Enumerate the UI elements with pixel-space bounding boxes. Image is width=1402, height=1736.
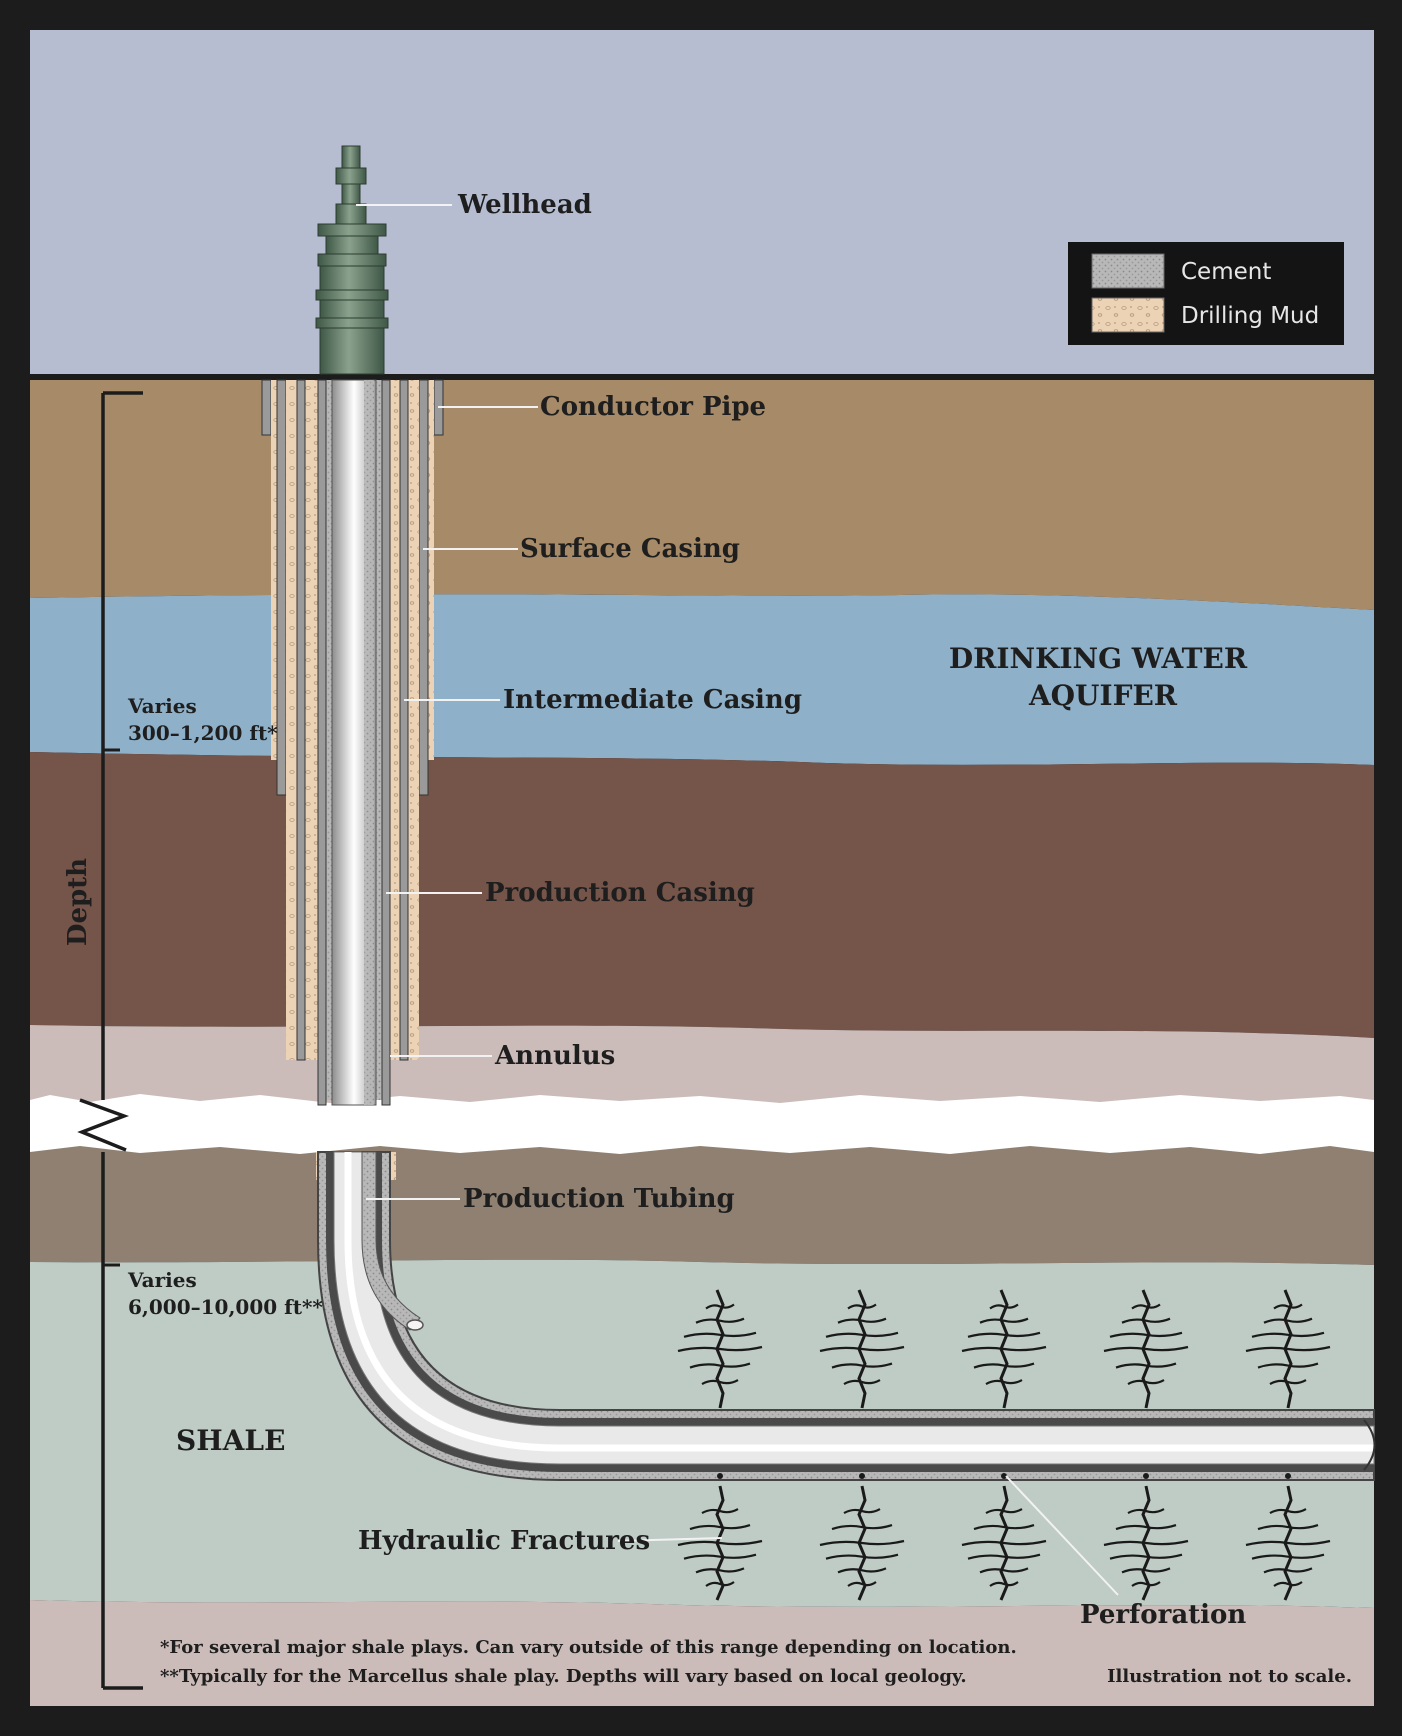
leader-perforation [1005, 1475, 1119, 1596]
perforation-point-3 [1001, 1473, 1007, 1479]
depth-range2-line2: 6,000–10,000 ft** [128, 1295, 323, 1319]
fracture-lower-2 [819, 1485, 905, 1601]
tube-highlight [344, 1152, 1374, 1452]
callout-intermediate-casing: Intermediate Casing [503, 685, 802, 715]
fracture-lower-3 [961, 1485, 1047, 1601]
scale-note: Illustration not to scale. [1107, 1666, 1352, 1687]
callout-annulus: Annulus [494, 1041, 615, 1071]
legend-mud-swatch [1091, 297, 1165, 333]
legend: Cement Drilling Mud [1068, 242, 1344, 345]
perforation-point-5 [1285, 1473, 1291, 1479]
callout-hydraulic-fractures: Hydraulic Fractures [358, 1526, 650, 1556]
fracture-upper-1 [677, 1289, 763, 1409]
perforation-point-4 [1143, 1473, 1149, 1479]
intermediate-casing-left [296, 379, 306, 1061]
production-tubing-curve [333, 1151, 1375, 1465]
surface-casing-left [276, 379, 287, 796]
horizontal-end [1363, 1419, 1376, 1471]
aquifer-label-line2: AQUIFER [1028, 679, 1178, 712]
legend-cement-swatch [1091, 253, 1165, 289]
conductor-pipe-left [261, 379, 272, 436]
hydraulic-fractures-group [677, 1289, 1331, 1601]
surface-casing-right [418, 379, 429, 796]
callout-surface-casing: Surface Casing [520, 534, 740, 564]
depth-break [30, 1094, 1374, 1154]
callout-production-tubing: Production Tubing [463, 1184, 735, 1214]
depth-range1-line1: Varies [127, 694, 197, 718]
callout-wellhead: Wellhead [457, 190, 592, 220]
callout-production-casing: Production Casing [485, 878, 755, 908]
production-casing-left [317, 379, 327, 1106]
aquifer-label-line1: DRINKING WATER [949, 642, 1248, 675]
leader-hydraulic-fractures [617, 1537, 723, 1542]
fracture-upper-2 [819, 1289, 905, 1409]
fracture-lower-1 [677, 1485, 763, 1601]
fracture-upper-3 [961, 1289, 1047, 1409]
fracture-lower-4 [1103, 1485, 1189, 1601]
ground-surface-line [30, 374, 1374, 380]
fracture-lower-5 [1245, 1485, 1331, 1601]
tubing-hatch-vertical [364, 380, 374, 1105]
callout-perforation: Perforation [1080, 1600, 1246, 1630]
tubing-end [406, 1319, 424, 1331]
depth-axis [77, 391, 143, 1690]
production-casing-right [381, 379, 391, 1106]
perforation-point-1 [717, 1473, 723, 1479]
fracture-upper-5 [1245, 1289, 1331, 1409]
callout-conductor-pipe: Conductor Pipe [540, 392, 766, 422]
wellhead-icon [315, 145, 389, 375]
footnote-2: **Typically for the Marcellus shale play… [160, 1666, 967, 1687]
intermediate-casing-right [399, 379, 409, 1061]
bottom-rock-layer [30, 1600, 1374, 1706]
legend-cement-label: Cement [1181, 259, 1271, 285]
depth-range2-line1: Varies [127, 1268, 197, 1292]
perforation-point-2 [859, 1473, 865, 1479]
footnote-1: *For several major shale plays. Can vary… [160, 1637, 1017, 1658]
legend-mud-label: Drilling Mud [1181, 303, 1319, 329]
depth-range1-line2: 300–1,200 ft* [128, 721, 278, 745]
shale-label: SHALE [176, 1424, 285, 1457]
depth-axis-label: Depth [63, 858, 93, 946]
fracture-upper-4 [1103, 1289, 1189, 1409]
